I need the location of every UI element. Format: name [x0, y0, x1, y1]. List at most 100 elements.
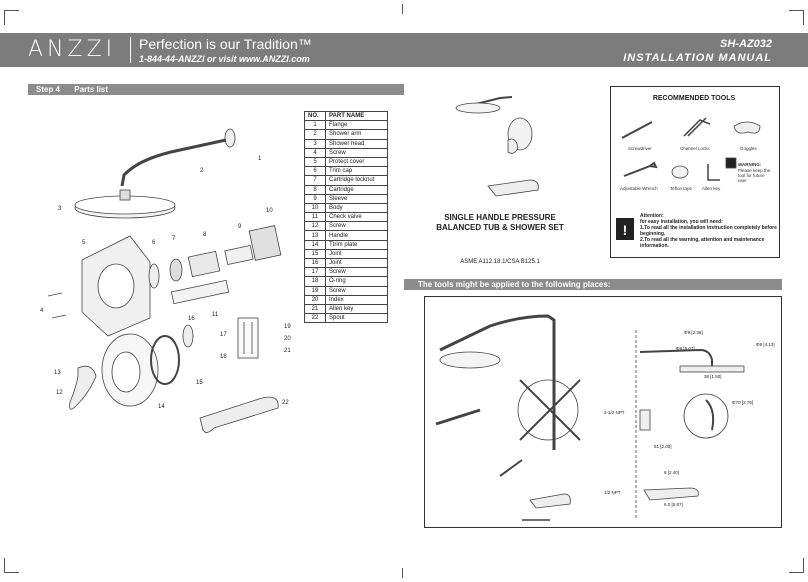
- adjustable-wrench-icon: [623, 161, 658, 177]
- callout-4: 4: [40, 308, 44, 314]
- callout-15: 15: [196, 380, 203, 386]
- product-name-line2: BALANCED TUB & SHOWER SET: [436, 223, 564, 232]
- tool-label-allen-key: Allen key: [702, 186, 721, 191]
- callout-14: 14: [158, 404, 165, 410]
- callout-7: 7: [172, 236, 176, 242]
- callout-6: 6: [152, 240, 156, 246]
- goggles-icon: [733, 121, 761, 134]
- warning-title: WARNING:: [738, 162, 762, 167]
- callout-19: 19: [284, 324, 291, 330]
- check-valve-drawing: [170, 279, 230, 305]
- crop-mark-top-left: [4, 10, 19, 25]
- part-name: Spout: [325, 313, 388, 324]
- crop-mark-top-center: [402, 4, 417, 14]
- crop-mark-bottom-center: [402, 568, 417, 578]
- teflon-tape-icon: [671, 165, 689, 179]
- part-name: Flange: [325, 120, 388, 131]
- part-name: Cartridge: [325, 184, 388, 195]
- callout-12: 12: [56, 390, 63, 396]
- callout-3: 3: [58, 206, 62, 212]
- dim-label-4: Φ8 [4.13]: [756, 342, 775, 347]
- shower-arm-drawing: [120, 138, 227, 187]
- part-name: Body: [325, 202, 388, 214]
- dim-label-1: Φ9 [2.36]: [684, 330, 703, 335]
- warning-icon: [725, 157, 737, 169]
- callout-2: 2: [200, 168, 204, 174]
- callout-1: 1: [258, 156, 262, 162]
- dim-label-2: Φ8 [5.07]: [676, 346, 695, 351]
- callout-17: 17: [220, 332, 227, 338]
- joint-ring-drawing: [150, 335, 180, 385]
- step-title: Parts list: [74, 85, 109, 94]
- attention-icon: [616, 218, 634, 240]
- part-name: Shower arm: [325, 129, 388, 140]
- part-name: Screw: [325, 221, 388, 232]
- crop-mark-top-right: [789, 10, 804, 25]
- places-bar-text: The tools might be applied to the follow…: [418, 280, 611, 289]
- product-name: SINGLE HANDLE PRESSURE BALANCED TUB & SH…: [425, 213, 575, 233]
- tool-label-screwdriver: Screwdriver: [628, 146, 652, 151]
- part-name: Sleeve: [325, 193, 388, 204]
- callout-11: 11: [212, 312, 219, 318]
- places-box: [424, 296, 782, 528]
- callout-9: 9: [238, 224, 242, 230]
- callout-8: 8: [203, 232, 207, 238]
- valve-body-drawing: [248, 225, 282, 261]
- callout-21: 21: [284, 348, 291, 354]
- flange-drawing: [224, 128, 236, 148]
- recommended-tools-box: [610, 86, 780, 258]
- channel-locks-icon: [683, 117, 711, 137]
- part-name: Shower head: [325, 138, 388, 149]
- logo-divider: [130, 37, 131, 63]
- model-number: SH-AZ032: [720, 38, 772, 50]
- callout-16: 16: [188, 316, 195, 322]
- dim-label-10: 1/2 NPT: [604, 490, 621, 495]
- cartridge-drawing: [187, 250, 221, 278]
- part-name: Cartridge locknut: [325, 175, 388, 186]
- callout-18: 18: [220, 354, 227, 360]
- product-standard: ASME A112.18.1/CSA B125.1: [460, 259, 540, 265]
- attention-line1: 1.To read all the installation instructi…: [640, 225, 777, 237]
- trim-cap-drawing: [148, 263, 160, 289]
- callout-22: 22: [282, 400, 289, 406]
- dim-label-8: 8 [2.40]: [664, 470, 679, 475]
- contact-info: 1-844-44-ANZZI or visit www.ANZZI.com: [139, 54, 310, 64]
- part-name: Protect cover: [325, 156, 388, 168]
- step-bar: Step 4 Parts list: [28, 84, 404, 95]
- sleeve-drawing: [224, 244, 254, 266]
- places-bar: The tools might be applied to the follow…: [404, 279, 782, 290]
- part-name: Check valve: [325, 212, 388, 223]
- attention-block: Attention: for easy installation, you wi…: [640, 213, 780, 249]
- part-name: Trim cap: [325, 166, 388, 177]
- tool-label-adjustable-wrench: Adjustable Wrench: [620, 186, 658, 191]
- callout-10: 10: [266, 208, 273, 214]
- dim-label-9: 6.0 [5.87]: [664, 502, 683, 507]
- spout-drawing: [199, 396, 279, 433]
- tool-label-goggles: Goggles: [740, 146, 757, 151]
- crop-mark-bottom-left: [4, 558, 19, 573]
- dim-label-3: 38 [1.50]: [704, 374, 722, 379]
- callout-20: 20: [284, 336, 291, 342]
- dim-label-7: Φ70 [2.76]: [732, 400, 753, 405]
- svg-text:!: !: [623, 222, 628, 238]
- brand-tagline: Perfection is our Tradition™: [139, 36, 312, 52]
- screwdriver-icon: [621, 121, 653, 139]
- attention-line2: 2.To read all the warning, attention and…: [640, 237, 765, 249]
- step-label: Step 4: [36, 85, 61, 94]
- part-name: Handle: [325, 230, 388, 241]
